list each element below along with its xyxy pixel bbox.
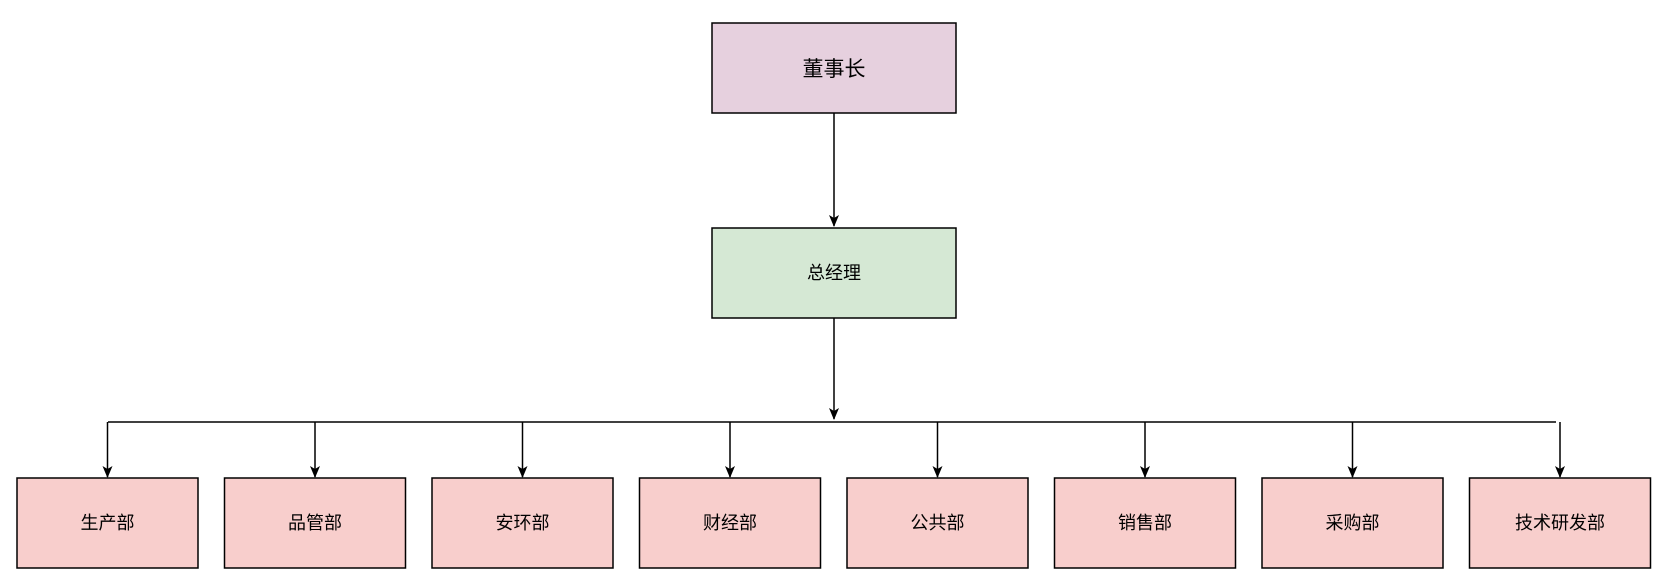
department-box [223,477,407,569]
department-label: 采购部 [1326,513,1380,534]
department-box [431,477,614,569]
chairman-label: 董事长 [803,57,866,81]
node-chairman[interactable]: 董事长 [711,22,957,114]
node-department[interactable]: 采购部 [1261,477,1444,569]
general-manager-box [711,227,957,319]
department-row: 生产部 品管部 安环部 财经部 公共部 销售部 采购部 技术研发部 [16,477,1652,569]
department-connectors [102,422,1565,478]
node-department[interactable]: 财经部 [638,477,822,569]
department-box [1053,477,1237,569]
department-box [1468,477,1652,569]
department-label: 技术研发部 [1515,513,1605,534]
connectors [102,113,1565,478]
node-department[interactable]: 品管部 [223,477,407,569]
node-general-manager[interactable]: 总经理 [711,227,957,319]
node-department[interactable]: 生产部 [16,477,199,569]
department-label: 品管部 [288,513,342,534]
department-box [846,477,1029,569]
department-label: 生产部 [81,513,135,534]
department-box [16,477,199,569]
department-box [638,477,822,569]
department-label: 销售部 [1118,513,1172,534]
chairman-box [711,22,957,114]
node-department[interactable]: 技术研发部 [1468,477,1652,569]
department-label: 财经部 [703,513,757,534]
node-department[interactable]: 安环部 [431,477,614,569]
department-box [1261,477,1444,569]
department-label: 公共部 [911,513,965,534]
department-label: 安环部 [496,513,550,534]
node-department[interactable]: 销售部 [1053,477,1237,569]
general-manager-label: 总经理 [807,263,861,284]
node-department[interactable]: 公共部 [846,477,1029,569]
